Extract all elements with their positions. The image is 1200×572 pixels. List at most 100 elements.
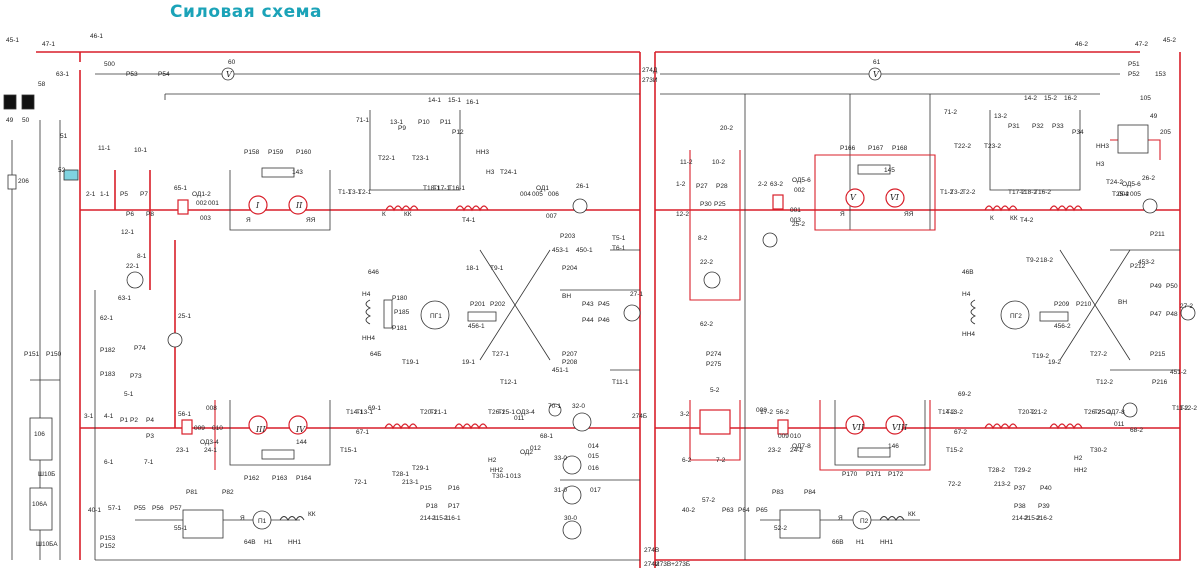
label-group1-17: P159 — [268, 149, 284, 156]
label-group2-45: 016 — [588, 465, 599, 472]
label-right_upper-7: 12-2 — [676, 211, 689, 218]
label-right_field-14: P212 — [1130, 263, 1146, 270]
label-group1_field-21: P204 — [562, 265, 578, 272]
label-group2-39: 32-0 — [572, 403, 585, 410]
label-right_upper-11: 63-2 — [770, 181, 783, 188]
label-group2-8: 4-1 — [104, 413, 114, 420]
label-right_upper-31: P31 — [1008, 123, 1020, 130]
label-group1_field-28: P46 — [598, 317, 610, 324]
label-group1-2: 2-1 — [86, 191, 96, 198]
label-group1-34: P11 — [440, 119, 451, 126]
label-group1-32: P9 — [398, 125, 406, 132]
label-right_lower-11: P172 — [888, 471, 904, 478]
meter-31-0 — [562, 485, 582, 505]
traction-motors — [126, 67, 1196, 540]
label-group2-16: 009 — [194, 425, 205, 432]
label-top_right-7: 49 — [1150, 113, 1158, 120]
label-voltmeters-1: 61 — [873, 59, 881, 66]
label-right_upper-20: P168 — [892, 145, 908, 152]
label-group3-18: Н1 — [264, 539, 273, 546]
label-group2-0: 63-1 — [118, 295, 131, 302]
resistor-144 — [261, 449, 295, 460]
label-right_lower-28: 72-2 — [948, 481, 961, 488]
voltmeter-60 — [221, 67, 235, 81]
label-group1-37: T23-1 — [412, 155, 429, 162]
coil-VI — [1049, 205, 1083, 212]
label-right_lower-37: НН2 — [1074, 467, 1087, 474]
label-group3-16: КК — [308, 511, 316, 518]
label-right_lower-33: P39 — [1038, 503, 1050, 510]
indicator-52 — [63, 169, 79, 181]
motor-V — [845, 188, 865, 208]
label-group2-53: 213-1 — [402, 479, 419, 486]
label-group2-49: 30-0 — [564, 515, 577, 522]
label-right_field-10: T19-2 — [1032, 353, 1049, 360]
label-top_right-5: 153 — [1155, 71, 1166, 78]
label-group1_field-10: 456-1 — [468, 323, 485, 330]
label-group2-48: 31-0 — [554, 487, 567, 494]
label-right_lower-50: П2 — [860, 518, 869, 525]
label-group1-10: 22-1 — [126, 263, 139, 270]
label-bus_mid-5: 273В+273Б — [656, 561, 690, 568]
label-right_upper-29: 15-2 — [1044, 95, 1057, 102]
traction-coil-2 — [879, 516, 905, 521]
label-group2-62: Н2 — [488, 457, 497, 464]
label-right_field-12: T12-2 — [1096, 379, 1113, 386]
label-group1-38: НН3 — [476, 149, 489, 156]
label-right_field-20: P48 — [1166, 311, 1178, 318]
label-right_lower-47: P64 — [738, 507, 750, 514]
label-right_upper-16: 25-2 — [792, 221, 805, 228]
label-group1-3: 1-1 — [100, 191, 110, 198]
label-right_lower-54: Н1 — [856, 539, 865, 546]
label-group1-16: P158 — [244, 149, 260, 156]
background-wiring — [11, 51, 1181, 568]
label-group1-49: 007 — [546, 213, 557, 220]
label-top_right-4: P52 — [1128, 71, 1140, 78]
label-group2-59: 215-1 — [432, 515, 449, 522]
label-right_field-7: 18-2 — [1040, 257, 1053, 264]
label-right_upper-39: T1-2 — [940, 189, 954, 196]
label-right_lower-53: 66В — [832, 539, 844, 546]
label-group1-35: P12 — [452, 129, 464, 136]
label-group1-15: 003 — [200, 215, 211, 222]
label-group1-13: 002 — [196, 200, 207, 207]
label-group1_field-29: P207 — [562, 351, 578, 358]
label-right_field-6: 456-2 — [1054, 323, 1071, 330]
motor-I — [248, 195, 268, 215]
label-top_left-5: 49 — [6, 117, 14, 124]
label-group3-14: П1 — [258, 518, 267, 525]
label-group1-8: 12-1 — [121, 229, 134, 236]
label-right_lower-29: 213-2 — [994, 481, 1011, 488]
label-right_upper-10: 2-2 — [758, 181, 768, 188]
label-group1_field-7: ПГ1 — [430, 313, 442, 320]
label-group1-28: 13-1 — [390, 119, 403, 126]
label-group2-20: III — [255, 425, 266, 434]
label-group2-40: ОД2 — [520, 449, 533, 456]
label-group2-14: 7-1 — [144, 459, 154, 466]
meter-68-2 — [1122, 402, 1138, 418]
label-group2-65: 24-1 — [204, 447, 217, 454]
coil-I — [385, 205, 419, 212]
label-group1-43: T16-1 — [448, 185, 465, 192]
label-bus_mid-0: 274Д — [642, 67, 658, 74]
coil-IV — [454, 423, 488, 430]
label-group2-44: 015 — [588, 453, 599, 460]
label-right_lower-25: T15-2 — [946, 447, 963, 454]
label-group1_field-8: P201 — [470, 301, 486, 308]
label-right_lower-1: 56-2 — [776, 409, 789, 416]
meter-25-1 — [167, 332, 183, 348]
label-group3-4: 106А — [32, 501, 48, 508]
label-right_lower-38: Н2 — [1074, 455, 1083, 462]
label-right_lower-13: 67-2 — [954, 429, 967, 436]
coil-V — [984, 205, 1018, 212]
voltmeter-61 — [868, 67, 882, 81]
label-group1_field-32: 27-1 — [630, 291, 643, 298]
label-group1-26: T2-1 — [358, 189, 372, 196]
label-bus_mid-1: 273И — [642, 77, 658, 84]
label-group1-6: P6 — [126, 211, 134, 218]
label-right_lower-14: T14-2 — [938, 409, 955, 416]
label-right_field-23: P216 — [1152, 379, 1168, 386]
label-right_field-27: 62-2 — [700, 321, 713, 328]
label-right_field-5: P210 — [1076, 301, 1092, 308]
